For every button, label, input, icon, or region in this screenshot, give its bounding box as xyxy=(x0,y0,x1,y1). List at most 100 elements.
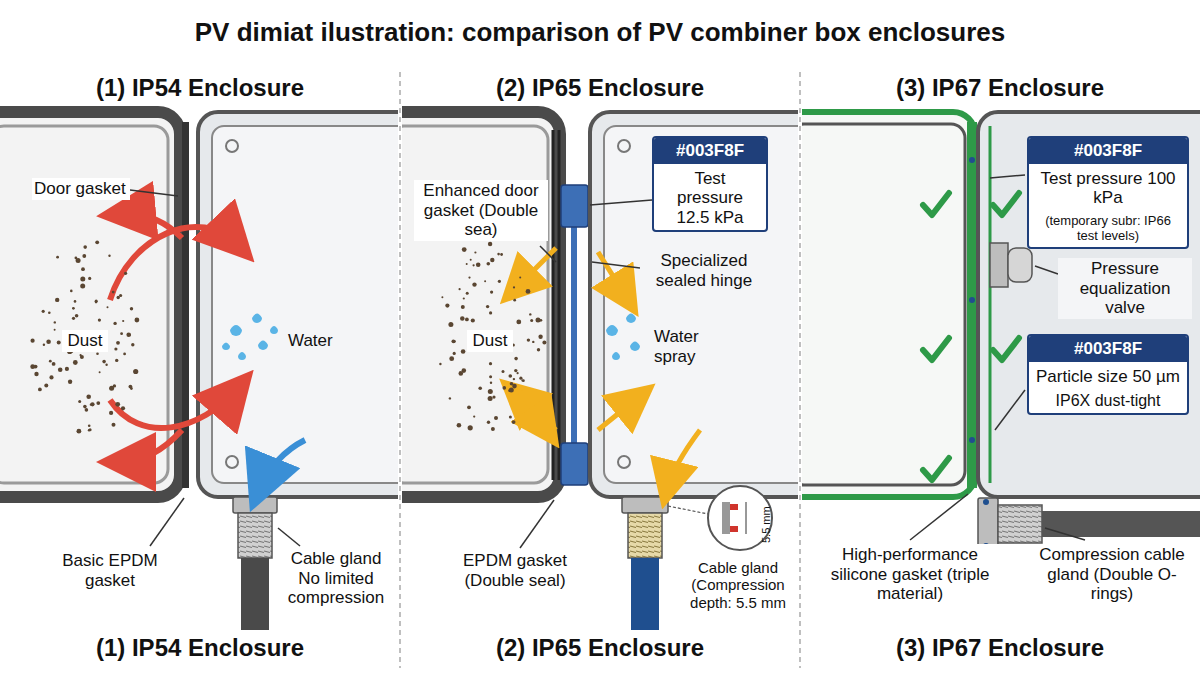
dust-particle xyxy=(514,369,517,372)
dust-particle xyxy=(112,291,115,294)
leader-line-part xyxy=(995,390,1025,430)
water-drops xyxy=(222,314,278,361)
dust-particle xyxy=(468,425,473,430)
dust-particle xyxy=(75,314,79,318)
ip65-enclosure xyxy=(402,112,798,630)
dust-particle xyxy=(42,310,45,313)
dust-particle xyxy=(77,429,82,434)
dust-particle xyxy=(503,386,507,390)
leader-line-part xyxy=(592,262,640,268)
dust-particle xyxy=(115,359,118,362)
dust-particle xyxy=(492,396,495,399)
dust-particle xyxy=(30,364,35,369)
ip54-enclosure-part xyxy=(226,456,238,468)
dust-particle xyxy=(489,375,492,378)
callout-text: Test pressure 100 kPa xyxy=(1029,164,1187,211)
compression-inset-part xyxy=(722,502,730,534)
dust-particle xyxy=(484,280,486,282)
ip65-enclosure-part xyxy=(561,185,588,227)
ip67-enclosure-part xyxy=(1008,248,1032,282)
part-label: Compression cable gland (Double O-rings) xyxy=(1030,544,1194,605)
dust-particle xyxy=(529,313,531,315)
dust-particle xyxy=(46,340,51,345)
dust-particle xyxy=(130,307,133,310)
dust-particle xyxy=(122,320,124,322)
compression-inset-part xyxy=(730,504,738,510)
dust-particle xyxy=(445,304,449,308)
panel-heading: (3) IP67 Enclosure xyxy=(810,634,1190,662)
dust-particle xyxy=(72,307,75,310)
leader-line-part xyxy=(1045,528,1085,540)
dust-particle xyxy=(89,428,92,431)
leader-line-part xyxy=(990,175,1025,178)
dust-particle xyxy=(508,389,511,392)
ip54-enclosure-part xyxy=(233,497,277,513)
dust-particle xyxy=(476,263,481,268)
dust-particle xyxy=(538,335,542,339)
dust-particle xyxy=(112,423,116,427)
part-label: Cable gland No limited compression xyxy=(278,548,394,609)
dust-particle xyxy=(448,322,453,327)
ip67-enclosure-part xyxy=(989,126,992,483)
panel-heading: (3) IP67 Enclosure xyxy=(810,74,1190,102)
dust-particle xyxy=(102,360,106,364)
ip65-enclosure-part xyxy=(402,112,560,497)
red-leak-arrow-part xyxy=(110,227,238,300)
panel-divider-part xyxy=(399,72,401,668)
ip67-enclosure-part xyxy=(967,122,977,488)
dust-particle xyxy=(461,349,466,354)
dust-particle xyxy=(76,258,81,263)
dust-particle xyxy=(126,332,131,337)
callout-heading: #003F8F xyxy=(654,138,766,164)
ip67-enclosure-part xyxy=(998,505,1042,543)
dust-particle xyxy=(463,297,465,299)
part-label: High-performance silicone gasket (triple… xyxy=(820,544,1000,605)
dust-particle xyxy=(120,332,123,335)
dust-particles xyxy=(30,237,546,434)
ip54-enclosure-part xyxy=(0,126,168,483)
dust-particle xyxy=(72,317,75,320)
dust-particle xyxy=(30,339,34,343)
dust-particle xyxy=(80,283,85,288)
ip67-enclosure-part xyxy=(969,297,975,303)
ip65-enclosure-part xyxy=(628,513,662,558)
ip67-enclosure-part xyxy=(969,437,975,443)
leader-line-part xyxy=(910,494,968,540)
ip54-enclosure-part xyxy=(226,140,238,152)
dust-particle xyxy=(88,277,91,280)
dust-particle xyxy=(473,264,475,266)
dust-particle xyxy=(509,388,514,393)
dust-particle xyxy=(115,402,120,407)
dust-particle xyxy=(105,364,107,366)
dust-particle xyxy=(114,347,117,350)
dust-particle xyxy=(83,405,87,409)
dimension: 5.5 mm xyxy=(760,506,773,543)
leader-line-part xyxy=(130,190,178,196)
dust-particle xyxy=(54,329,56,331)
ip67-enclosure-part xyxy=(802,112,975,497)
dust-particle xyxy=(459,288,461,290)
yellow-deflect-arrow-part xyxy=(598,396,640,430)
red-leak-arrow xyxy=(110,214,238,462)
dust-particle xyxy=(68,380,72,384)
ip54-enclosure xyxy=(0,112,398,630)
dust-particle xyxy=(489,311,492,314)
dust-particle xyxy=(474,251,476,253)
dust-particle xyxy=(95,240,99,244)
dust-particle xyxy=(54,321,56,323)
dust-particle xyxy=(514,357,518,361)
dust-particle xyxy=(470,259,472,261)
dust-particle xyxy=(488,389,493,394)
dust-particle xyxy=(532,341,534,343)
leader-line-part xyxy=(520,500,554,548)
dust-particle xyxy=(109,411,113,415)
yellow-deflect-arrow-part xyxy=(598,252,628,300)
callout-text: (temporary subr: IP66 test levels) xyxy=(1029,211,1187,247)
dust-particle xyxy=(509,374,513,378)
panel-heading: (1) IP54 Enclosure xyxy=(10,74,390,102)
callout-text: Test pressure 12.5 kPa xyxy=(654,164,766,231)
check-mark-part xyxy=(923,193,949,215)
dust-particle xyxy=(96,352,99,355)
dust-particle xyxy=(465,318,469,322)
dust-particle xyxy=(467,405,471,409)
